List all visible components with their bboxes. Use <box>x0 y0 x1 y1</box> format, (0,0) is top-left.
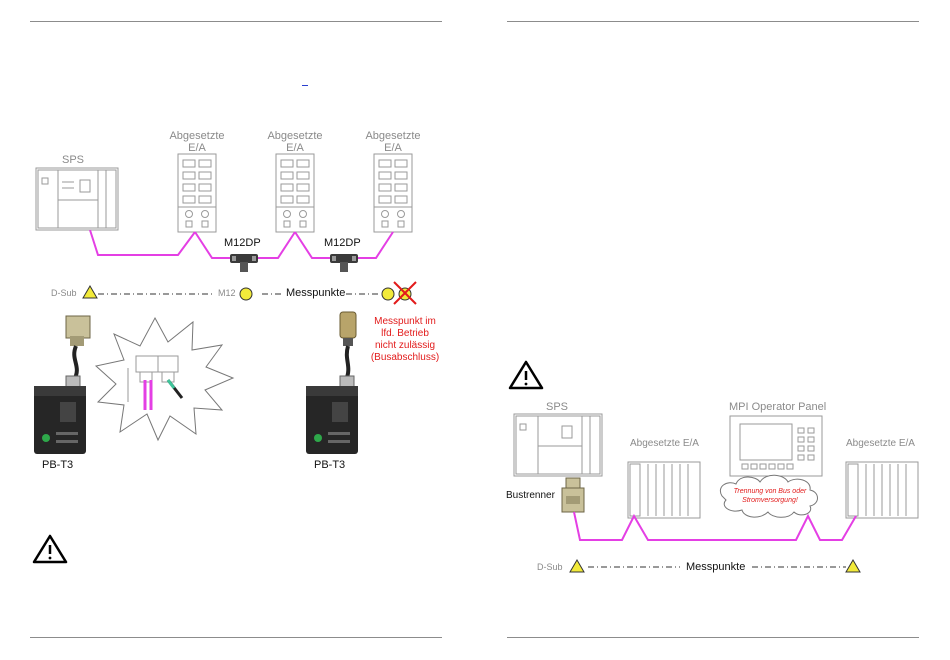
cloud-text-line1: Trennung von Bus oder <box>726 487 814 496</box>
io-label-3-line2: E/A <box>363 142 423 154</box>
io-label-1-line2: E/A <box>167 142 227 154</box>
m12-plug <box>340 312 356 346</box>
m12-marker <box>240 288 252 300</box>
io-label-2-line1: Abgesetzte <box>265 130 325 142</box>
warning-triangle-icon-right <box>510 362 542 388</box>
warning-note-line3: nicht zulässig <box>362 340 448 352</box>
io-label-1-line1: Abgesetzte <box>167 130 227 142</box>
warning-note-line4: (Busabschluss) <box>362 352 448 364</box>
io-label-right-2: Abgesetzte E/A <box>846 438 915 449</box>
pb-t3-label-right: PB-T3 <box>314 459 345 471</box>
messpunkte-label-left: Messpunkte <box>286 287 345 299</box>
warning-note-line1: Messpunkt im <box>362 316 448 328</box>
panel-label: MPI Operator Panel <box>729 401 826 413</box>
remote-io-right-2 <box>846 462 918 518</box>
m12dp-connector-1 <box>230 254 258 272</box>
mpi-operator-panel <box>730 416 822 476</box>
io-label-2-line2: E/A <box>265 142 325 154</box>
dsub-label-left: D-Sub <box>51 288 77 298</box>
m12-label: M12 <box>218 288 236 298</box>
warning-note-line2: lfd. Betrieb <box>362 328 448 340</box>
dsub-marker-right-2 <box>846 560 860 572</box>
io-label-3: Abgesetzte E/A <box>363 130 423 154</box>
m12dp-connector-2 <box>330 254 358 272</box>
sps-label-left: SPS <box>62 154 84 166</box>
sps-label-right: SPS <box>546 401 568 413</box>
io-label-3-line1: Abgesetzte <box>363 130 423 142</box>
dsub-marker-right-1 <box>570 560 584 572</box>
cable-left <box>74 346 77 380</box>
remote-io-1 <box>178 154 216 232</box>
m12dp-label-1: M12DP <box>224 237 261 249</box>
cloud-text: Trennung von Bus oder Stromversorgung! <box>726 487 814 505</box>
warning-note: Messpunkt im lfd. Betrieb nicht zulässig… <box>362 316 448 364</box>
remote-io-right-1 <box>628 462 700 518</box>
remote-io-2 <box>276 154 314 232</box>
cross-icon <box>394 282 416 304</box>
dsub-label-right: D-Sub <box>537 562 563 572</box>
pb-t3-device-left <box>34 386 86 454</box>
cloud-text-line2: Stromversorgung! <box>726 496 814 505</box>
messpunkt-marker <box>382 288 394 300</box>
sps-rack-left <box>36 168 118 230</box>
io-label-right-1: Abgesetzte E/A <box>630 438 699 449</box>
warning-triangle-icon-left <box>34 536 66 562</box>
io-label-2: Abgesetzte E/A <box>265 130 325 154</box>
m12dp-label-2: M12DP <box>324 237 361 249</box>
pb-t3-device-right-left <box>306 386 358 454</box>
pb-t3-label-left: PB-T3 <box>42 459 73 471</box>
profibus-line-right <box>574 512 856 540</box>
messpunkte-label-right: Messpunkte <box>686 561 745 573</box>
io-label-1: Abgesetzte E/A <box>167 130 227 154</box>
bustrenner-connector <box>562 478 584 512</box>
dsub-marker-left <box>83 286 97 298</box>
sps-rack-right <box>514 414 602 476</box>
cable-right-left <box>346 346 348 380</box>
remote-io-3 <box>374 154 412 232</box>
bustrenner-label: Bustrenner <box>506 490 555 501</box>
dsub-plug-left <box>66 316 90 346</box>
